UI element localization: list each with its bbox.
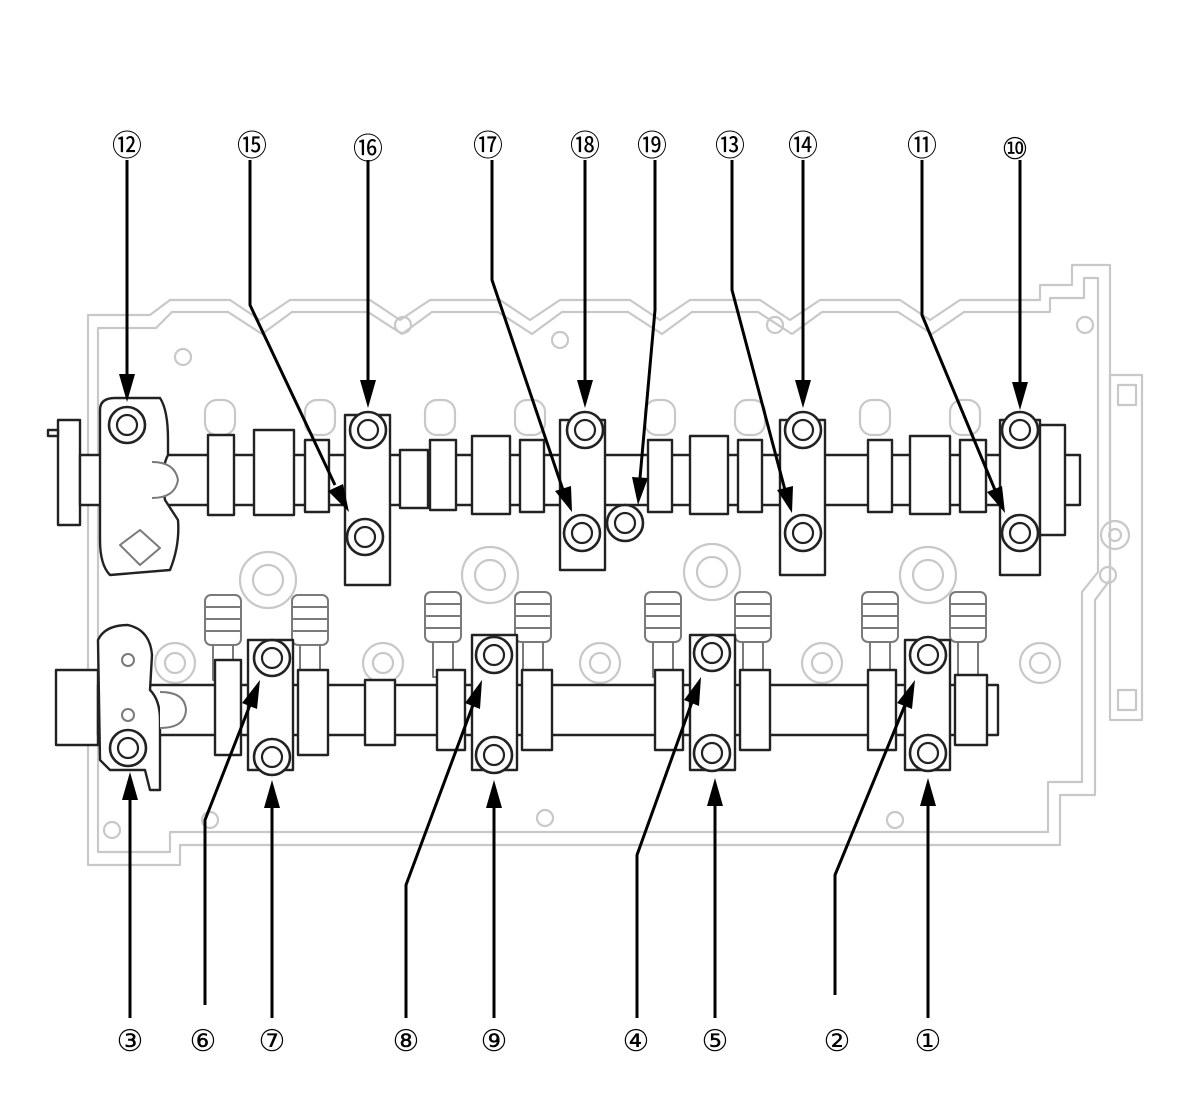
callout-3: ③ [117, 1024, 144, 1059]
callout-11: ⑪ [907, 129, 937, 164]
callout-14: ⑭ [788, 129, 818, 164]
callout-4: ④ [623, 1024, 650, 1059]
callout-9: ⑨ [481, 1024, 508, 1059]
bearing-cap-bolts [107, 405, 1040, 777]
callout-labels: ⑫ ⑮ ⑯ ⑰ ⑱ ⑲ ⑬ ⑭ ⑪ ⑩ ③ ⑥ ⑦ ⑧ ⑨ ④ ⑤ ② ① [112, 129, 1028, 1059]
bolt-14 [783, 410, 823, 450]
callout-6: ⑥ [190, 1024, 217, 1059]
callout-16: ⑯ [353, 132, 383, 167]
callout-17: ⑰ [473, 129, 503, 164]
callout-7: ⑦ [259, 1024, 286, 1059]
callout-8: ⑧ [393, 1024, 420, 1059]
callout-10: ⑩ [1002, 132, 1029, 167]
cylinder-head-outline [86, 263, 1144, 867]
bolt-1 [908, 733, 948, 773]
bolt-11 [1000, 513, 1040, 553]
valve-springs [204, 591, 987, 681]
callout-2: ② [824, 1024, 851, 1059]
bolt-6 [252, 638, 292, 678]
bolt-13 [783, 513, 823, 553]
bolt-9 [474, 735, 514, 775]
bolt-7 [252, 737, 292, 777]
callout-19: ⑲ [637, 129, 667, 164]
bolt-12 [107, 405, 147, 445]
bolt-15 [345, 517, 385, 557]
bolt-10 [1000, 410, 1040, 450]
bolt-4 [692, 633, 732, 673]
callout-5: ⑤ [702, 1024, 729, 1059]
callout-13: ⑬ [715, 129, 745, 164]
bolt-16 [348, 410, 388, 450]
bolt-17 [562, 513, 602, 553]
bolt-5 [692, 733, 732, 773]
bolt-8 [474, 635, 514, 675]
callout-18: ⑱ [570, 129, 600, 164]
bolt-18 [565, 410, 605, 450]
bolt-19 [605, 503, 645, 543]
leader-lines [119, 160, 1028, 1018]
bolt-3 [108, 728, 148, 768]
callout-12: ⑫ [112, 129, 142, 164]
callout-1: ① [915, 1024, 942, 1059]
callout-15: ⑮ [237, 129, 267, 164]
bolt-2 [908, 635, 948, 675]
